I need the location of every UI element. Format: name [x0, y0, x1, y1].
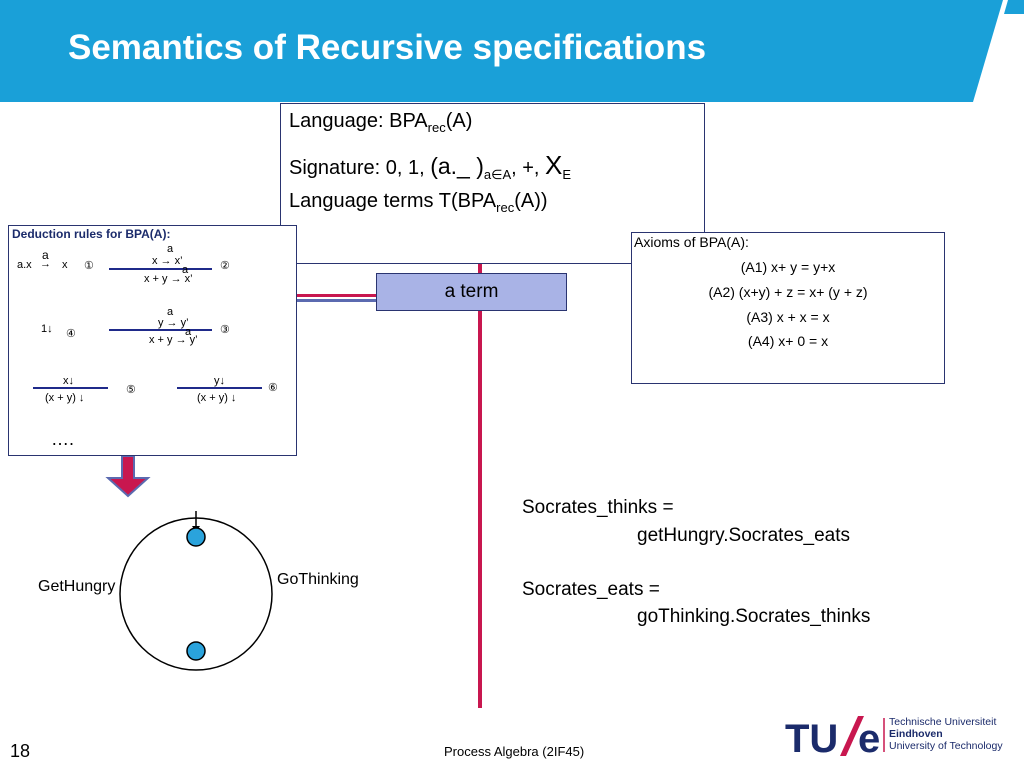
terms-line: Language terms T(BPArec(A)): [289, 190, 548, 215]
language-line: Language: BPArec(A): [289, 110, 472, 135]
rule2-conclusion: x + y → x’: [144, 273, 193, 285]
connector-line-shadow: [297, 299, 377, 302]
rule2-bar: [109, 268, 212, 270]
transition-diagram: [119, 511, 273, 671]
equation2-lhs: Socrates_eats =: [522, 579, 660, 600]
signature-line: Signature: 0, 1, (a._ )a∈A, +, XE: [289, 150, 571, 183]
university-line-3: University of Technology: [889, 740, 1003, 752]
axioms-heading: Axioms of BPA(A):: [634, 234, 749, 250]
rule3-number: ③: [220, 324, 230, 336]
university-name: Technische Universiteit Eindhoven Univer…: [889, 716, 1003, 752]
terms-suffix: (A)): [514, 190, 548, 212]
signature-x: X: [545, 150, 563, 180]
rule3-bar: [109, 329, 212, 331]
equation2-rhs: goThinking.Socrates_thinks: [637, 606, 871, 627]
university-line-2: Eindhoven: [889, 728, 943, 740]
axiom-a1: (A1) x+ y = y+x: [740, 259, 836, 275]
terms-text: Language terms T(BPA: [289, 190, 497, 212]
rule3-conclusion-label: a: [185, 326, 192, 338]
rule1-number: ①: [84, 260, 94, 272]
equation1-rhs: getHungry.Socrates_eats: [637, 525, 850, 546]
rule2-number: ②: [220, 260, 230, 272]
deduction-rules-box: Deduction rules for BPA(A): a.x a → x ① …: [8, 225, 297, 456]
rule2-premise: x → x’: [152, 255, 183, 267]
axiom-a3: (A3) x + x = x: [746, 309, 830, 325]
rule5-bar: [33, 387, 108, 389]
signature-x-subscript: E: [562, 167, 572, 182]
signature-text: Signature: 0, 1,: [289, 157, 431, 179]
rule4-number: ④: [66, 328, 76, 340]
tue-logo: TU e: [785, 716, 885, 761]
rule6-premise: y↓: [214, 375, 225, 387]
title-bar: [0, 0, 1003, 102]
axiom-a2: (A2) (x+y) + z = x+ (y + z): [708, 284, 868, 300]
logo-e: e: [858, 717, 880, 761]
signature-subscript: a∈A: [483, 167, 512, 182]
axiom-a4: (A4) x+ 0 = x: [747, 333, 829, 349]
down-arrow-icon: [105, 455, 151, 498]
state-node-bottom: [186, 641, 206, 661]
a-term-box: a term: [376, 273, 567, 311]
rule1-premise: a.x: [17, 259, 32, 271]
equation1-lhs: Socrates_thinks =: [522, 497, 674, 518]
axioms-box: Axioms of BPA(A): (A1) x+ y = y+x (A2) (…: [631, 232, 945, 384]
rule6-number: ⑥: [268, 382, 278, 394]
rule5-number: ⑤: [126, 384, 136, 396]
language-suffix: (A): [445, 110, 473, 132]
logo-tu: TU: [785, 717, 838, 761]
rule5-premise: x↓: [63, 375, 74, 387]
slide-title: Semantics of Recursive specifications: [68, 28, 707, 67]
rule6-conclusion: (x + y) ↓: [197, 392, 237, 404]
state-node-top: [186, 527, 206, 547]
language-text: Language: BPA: [289, 110, 428, 132]
course-name: Process Algebra (2IF45): [444, 744, 585, 759]
rule2-premise-label: a: [167, 243, 174, 255]
rules-heading: Deduction rules for BPA(A):: [12, 227, 171, 241]
rule6-bar: [177, 387, 262, 389]
rule1-target: x: [62, 259, 68, 271]
signature-prefix-op: (a._ ): [430, 153, 484, 179]
rules-ellipsis: ….: [51, 429, 75, 449]
rule4-term: 1↓: [41, 323, 53, 335]
rule1-label: a: [42, 248, 49, 262]
language-subscript: rec: [427, 120, 446, 135]
connector-line: [297, 294, 377, 297]
arrow-icon: →: [40, 258, 51, 270]
rule3-premise-label: a: [167, 306, 174, 318]
university-line-1: Technische Universiteit: [889, 716, 997, 728]
gethungry-label: GetHungry: [38, 578, 116, 595]
rule3-conclusion: x + y → y’: [149, 334, 198, 346]
logo-slash: [840, 716, 864, 756]
rule5-conclusion: (x + y) ↓: [45, 392, 85, 404]
terms-subscript: rec: [496, 200, 515, 215]
rule3-premise: y → y’: [158, 317, 189, 329]
rule2-conclusion-label: a: [182, 264, 189, 276]
signature-mid: , +,: [511, 157, 546, 179]
gothinking-label: GoThinking: [277, 571, 359, 588]
vertical-divider-line: [478, 260, 482, 708]
page-number: 18: [10, 741, 31, 761]
title-bar-slash: [1004, 0, 1024, 14]
